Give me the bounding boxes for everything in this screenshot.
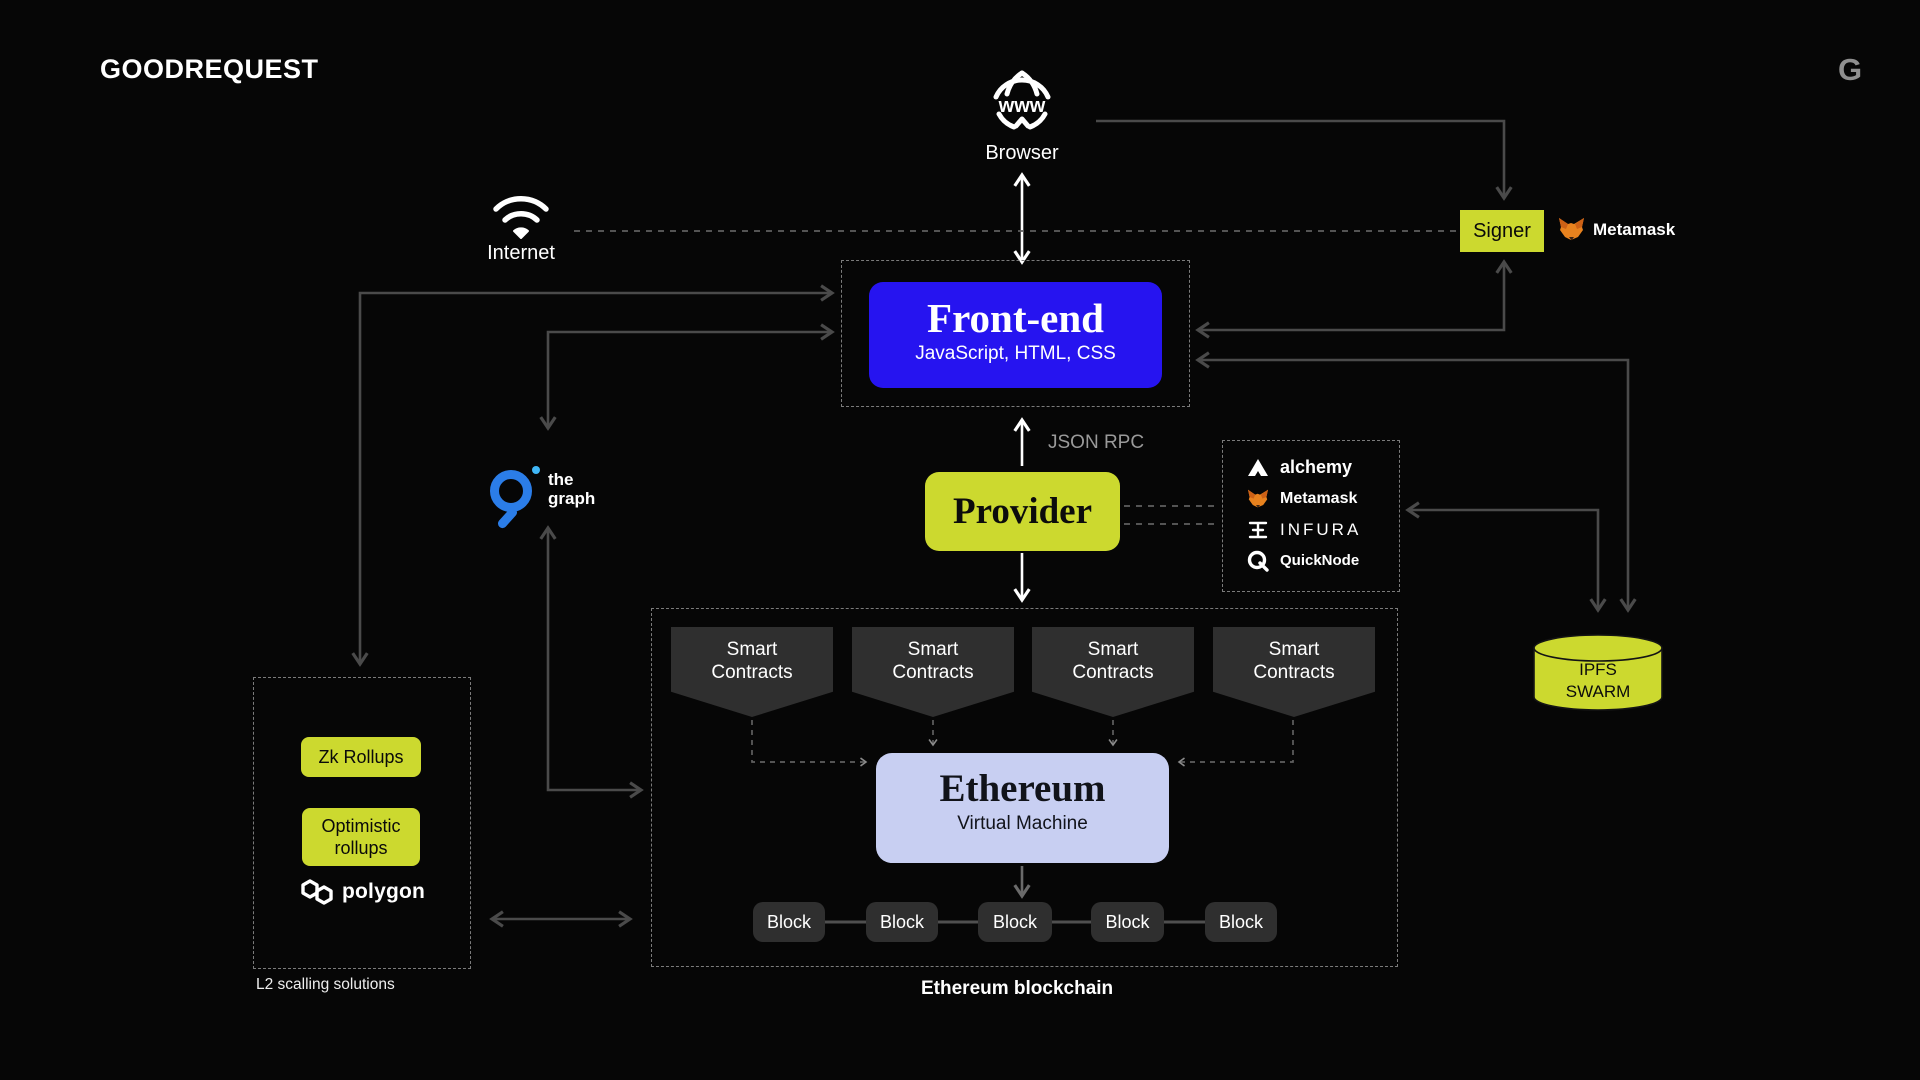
zk-rollups-node: Zk Rollups	[301, 737, 421, 777]
json-rpc-label: JSON RPC	[1048, 432, 1145, 453]
arrow-thegraph-frontend	[548, 332, 832, 428]
frontend-node: Front-end JavaScript, HTML, CSS	[869, 282, 1162, 388]
provider-item-label: INFURA	[1280, 519, 1362, 539]
evm-subtitle: Virtual Machine	[957, 813, 1088, 834]
metamask-fox-icon	[1559, 218, 1584, 241]
signer-node: Signer	[1460, 210, 1544, 252]
the-graph-ring	[490, 470, 532, 512]
l2-caption: L2 scalling solutions	[256, 976, 395, 993]
svg-text:www: www	[998, 95, 1046, 117]
provider-title: Provider	[952, 491, 1093, 532]
provider-list-item-alchemy: alchemy	[1247, 452, 1361, 483]
browser-icon: www	[988, 70, 1056, 132]
ipfs-swarm-node: IPFS SWARM	[1532, 633, 1664, 713]
arrow-browser-signer	[1096, 119, 1504, 198]
ipfs-line2: SWARM	[1565, 682, 1631, 701]
metamask-fox-icon	[1248, 489, 1268, 508]
evm-node: Ethereum Virtual Machine	[876, 753, 1169, 863]
provider-list-item-metamask: Metamask	[1247, 483, 1361, 514]
arrow-thegraph-blockchain	[548, 528, 641, 790]
polygon-badge: polygon	[300, 878, 425, 906]
l2-frame	[253, 677, 471, 969]
blockchain-caption: Ethereum blockchain	[921, 978, 1114, 999]
browser-label: Browser	[985, 142, 1059, 164]
brand-mark-icon: G	[1838, 52, 1863, 87]
block-node: Block	[978, 902, 1052, 942]
metamask-badge: Metamask	[1558, 217, 1675, 242]
provider-list-frame	[1222, 440, 1400, 592]
the-graph-dot	[532, 466, 540, 474]
block-node: Block	[753, 902, 825, 942]
frontend-title: Front-end	[927, 295, 1104, 341]
blockchain-frame	[651, 608, 1398, 967]
evm-title: Ethereum	[939, 767, 1106, 810]
the-graph-tail	[496, 506, 519, 530]
metamask-label: Metamask	[1593, 219, 1676, 239]
alchemy-icon	[1248, 458, 1268, 476]
provider-item-label: QuickNode	[1280, 552, 1360, 569]
frontend-frame	[841, 260, 1190, 407]
the-graph-icon	[490, 462, 540, 530]
arrow-signer-frontend	[1198, 262, 1504, 330]
provider-list-item-infura: INFURA	[1247, 514, 1361, 545]
quicknode-icon	[1247, 550, 1269, 572]
optimistic-rollups-node: Optimistic rollups	[302, 808, 420, 866]
arrow-providerlist-ipfs	[1408, 510, 1598, 610]
block-node: Block	[866, 902, 938, 942]
provider-item-label: Metamask	[1280, 489, 1358, 507]
provider-item-label: alchemy	[1280, 457, 1353, 477]
polygon-icon	[301, 879, 333, 905]
infura-icon	[1248, 521, 1268, 538]
wifi-icon	[490, 192, 552, 240]
the-graph-label: the graph	[548, 470, 596, 508]
frontend-subtitle: JavaScript, HTML, CSS	[915, 343, 1116, 364]
block-node: Block	[1091, 902, 1164, 942]
block-node: Block	[1205, 902, 1277, 942]
provider-list-item-quicknode: QuickNode	[1247, 545, 1361, 576]
polygon-label: polygon	[342, 880, 426, 903]
provider-node: Provider	[925, 472, 1120, 551]
provider-list: alchemy Metamask INFURA QuickNode	[1247, 452, 1361, 576]
brand-logo: GOODREQUEST	[100, 54, 319, 84]
internet-label: Internet	[487, 242, 555, 264]
ipfs-line1: IPFS	[1579, 660, 1617, 679]
